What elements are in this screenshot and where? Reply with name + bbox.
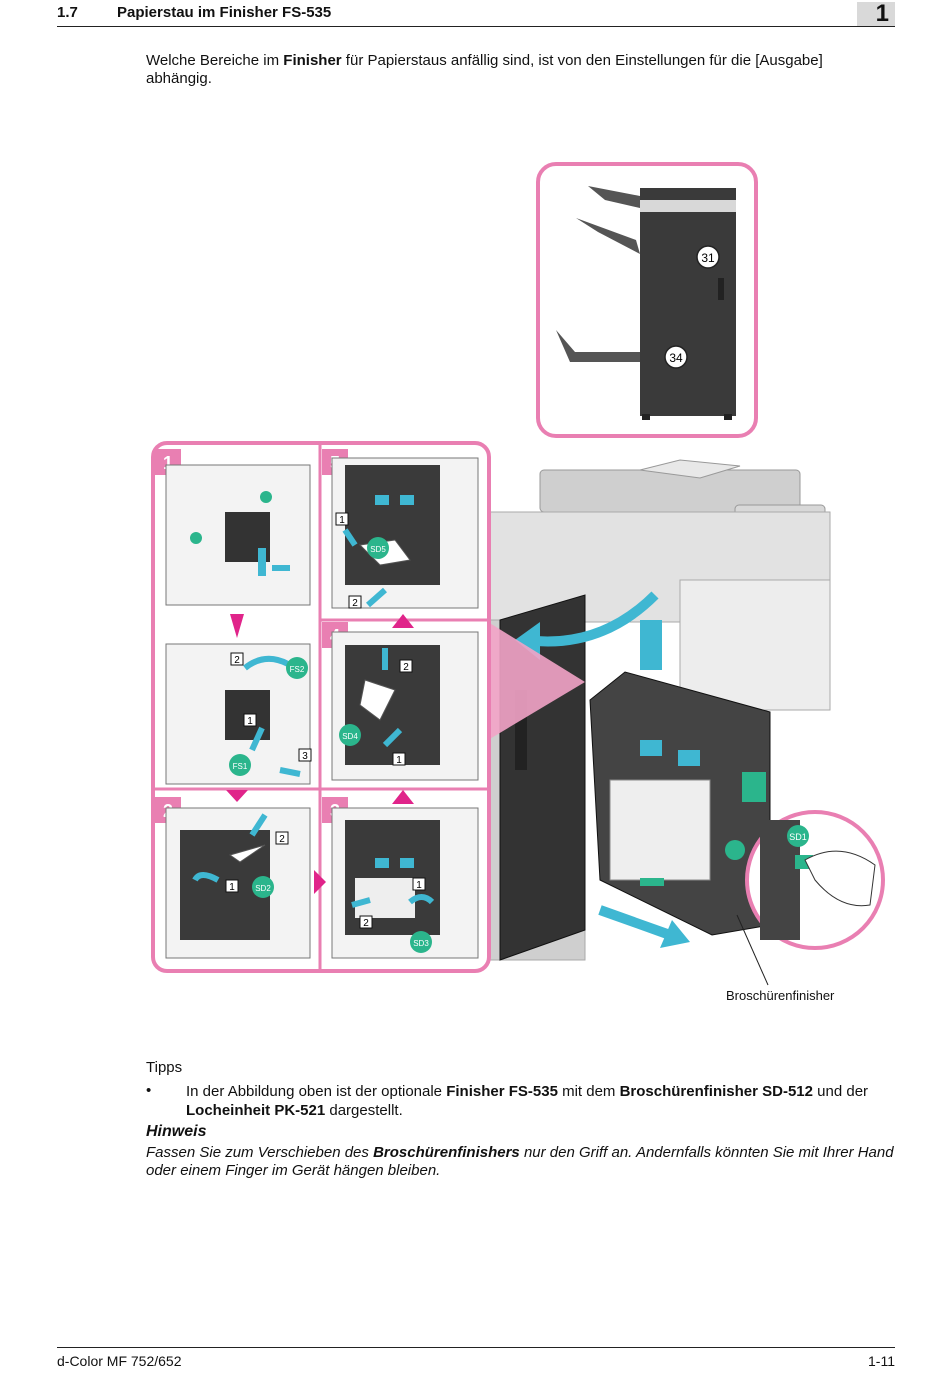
page-footer: d-Color MF 752/652 1-11 — [57, 1347, 895, 1376]
page-number: 1-11 — [868, 1353, 895, 1369]
note-text: Fassen Sie zum Verschieben des Broschüre… — [146, 1144, 894, 1179]
svg-text:2: 2 — [234, 655, 240, 666]
page-header: 1.7 Papierstau im Finisher FS-535 1 — [57, 0, 895, 27]
callout-31 — [696, 245, 720, 269]
finisher-body — [640, 188, 736, 416]
svg-text:2: 2 — [279, 834, 285, 845]
callout-34-label: 34 — [669, 351, 683, 365]
svg-text:1: 1 — [396, 755, 402, 766]
svg-text:3: 3 — [302, 751, 308, 762]
svg-text:SD4: SD4 — [342, 732, 358, 741]
svg-text:SD1: SD1 — [789, 832, 807, 842]
svg-text:2: 2 — [352, 598, 358, 609]
intro-text-2: für Papierstaus anfällig sind, ist von d… — [146, 52, 823, 87]
section-number: 1.7 — [57, 4, 78, 21]
svg-text:1: 1 — [339, 515, 345, 526]
svg-text:2: 2 — [363, 918, 369, 929]
svg-text:2: 2 — [403, 662, 409, 673]
svg-text:1: 1 — [229, 882, 235, 893]
svg-text:FS2: FS2 — [290, 665, 305, 674]
footer-model: d-Color MF 752/652 — [57, 1353, 182, 1369]
bullet-marker: • — [146, 1082, 152, 1099]
svg-text:FS1: FS1 — [233, 762, 248, 771]
intro-bold: Finisher — [283, 52, 342, 69]
chapter-number: 1 — [857, 2, 895, 26]
figure-caption: Broschürenfinisher — [726, 988, 835, 1003]
note-heading: Hinweis — [146, 1123, 207, 1140]
svg-text:1: 1 — [163, 453, 173, 473]
highlight-connector — [488, 622, 585, 740]
svg-text:1: 1 — [416, 880, 422, 891]
intro-text-1: Welche Bereiche im — [146, 52, 284, 69]
section-title: Papierstau im Finisher FS-535 — [117, 4, 332, 21]
steps-frame — [151, 441, 491, 973]
svg-text:SD5: SD5 — [370, 545, 386, 554]
svg-text:SD2: SD2 — [255, 884, 271, 893]
callout-31-label: 31 — [701, 251, 715, 265]
pull-arrow — [598, 905, 672, 940]
callout-34 — [664, 345, 688, 369]
svg-text:1: 1 — [247, 716, 253, 727]
tips-text: In der Abbildung oben ist der optionale … — [186, 1083, 869, 1119]
svg-text:SD3: SD3 — [413, 939, 429, 948]
door-arrow — [524, 591, 659, 647]
intro-paragraph: Welche Bereiche im Finisher für Papierst… — [146, 52, 866, 88]
tips-heading: Tipps — [146, 1059, 183, 1076]
